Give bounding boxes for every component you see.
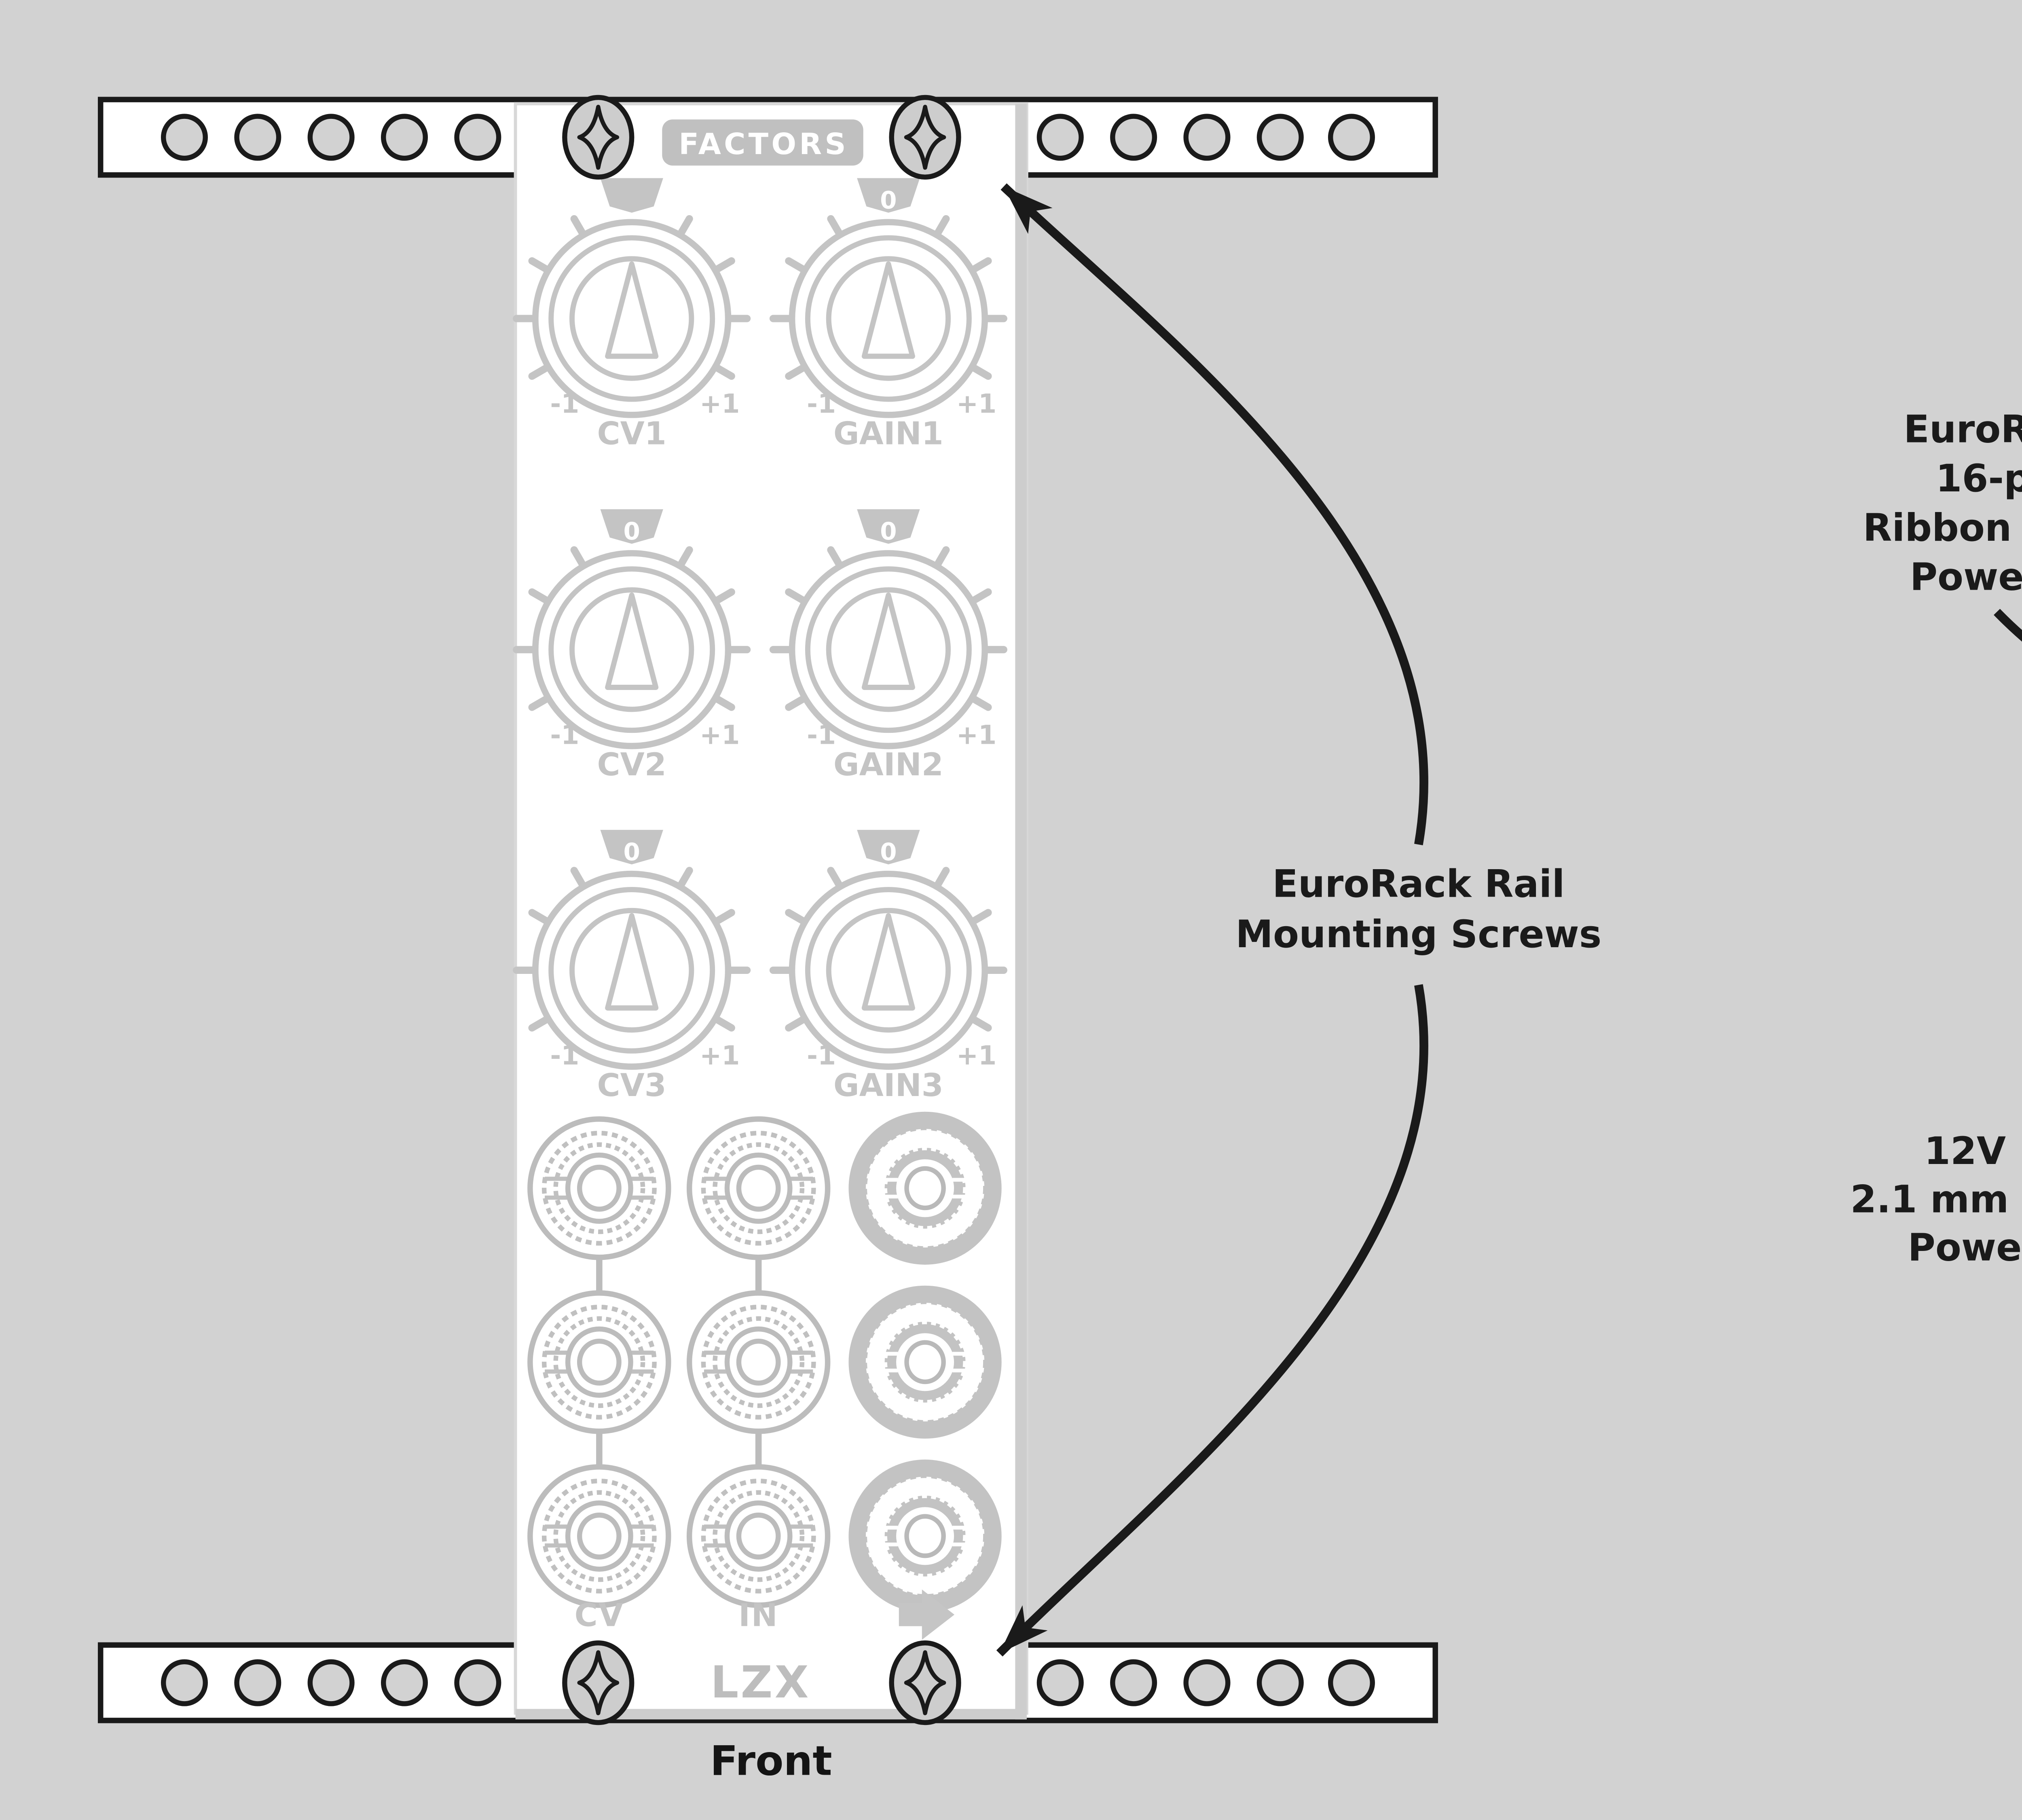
- jack-cv-3: [530, 1467, 668, 1605]
- rail-hole: [383, 116, 425, 159]
- rail-hole: [457, 1662, 499, 1704]
- knob-name: CV3: [597, 1067, 666, 1104]
- knob-max-label: +1: [956, 389, 996, 419]
- rail-hole: [237, 1662, 279, 1704]
- knob-zero-label: 0: [623, 838, 640, 866]
- mounting-screw-bottom-left: [565, 1643, 632, 1723]
- barrel-label-line2: 2.1 mm Barrel: [1850, 1177, 2022, 1221]
- ribbon-power-annotation: EuroRack 16-pin Ribbon Cable Power In: [1863, 407, 2022, 642]
- knob-min-label: -1: [550, 1041, 579, 1071]
- knob-max-label: +1: [700, 389, 740, 419]
- rail-hole: [310, 1662, 352, 1704]
- module-title-badge: FACTORS: [662, 119, 863, 166]
- knob-min-label: -1: [550, 720, 579, 750]
- arrow-to-ribbon-connector: [1994, 609, 2022, 642]
- lzx-logo: LZX: [711, 1657, 811, 1708]
- rail-hole: [383, 1662, 425, 1704]
- rail-hole: [1039, 116, 1081, 159]
- barrel-label-line1: 12V DC: [1924, 1129, 2022, 1173]
- rail-hole: [1330, 1662, 1373, 1704]
- arrow-to-bottom-screw: [996, 984, 1428, 1657]
- jack-col-label-in: IN: [738, 1598, 778, 1634]
- rail-hole: [1039, 1662, 1081, 1704]
- ribbon-label-line4: Power In: [1910, 555, 2022, 599]
- knob-zero-label: 0: [880, 187, 897, 215]
- ribbon-label-line3: Ribbon Cable: [1863, 506, 2022, 550]
- rail-hole: [1259, 116, 1301, 159]
- knob-max-label: +1: [956, 1041, 996, 1071]
- knob-cv2: 0 -1 +1 CV2: [516, 509, 747, 783]
- jack-normal-links: [596, 1257, 762, 1467]
- knob-min-label: -1: [807, 389, 836, 419]
- barrel-label-line3: Power In: [1908, 1225, 2022, 1270]
- rail-hole: [1186, 1662, 1228, 1704]
- knob-name: GAIN1: [833, 415, 943, 452]
- jack-cv-1: [530, 1119, 668, 1257]
- knob-cv1: 0 -1 +1 CV1: [516, 178, 747, 452]
- mounting-screw-top-right: [892, 97, 959, 177]
- knob-name: CV2: [597, 747, 666, 783]
- knob-name: CV1: [597, 415, 666, 452]
- knob-cv3: 0 -1 +1 CV3: [516, 830, 747, 1104]
- knob-zero-label: 0: [623, 297, 640, 325]
- rail-hole: [1186, 116, 1228, 159]
- ribbon-label-line2: 16-pin: [1936, 456, 2022, 500]
- arrow-to-top-screw: [1000, 183, 1428, 845]
- knob-min-label: -1: [807, 1041, 836, 1071]
- rail-hole: [163, 116, 205, 159]
- rail-hole: [1113, 1662, 1155, 1704]
- knob-zero-label: 0: [880, 518, 897, 546]
- jack-in-2: [690, 1293, 828, 1431]
- mounting-screw-top-left: [565, 97, 632, 177]
- knob-name: GAIN3: [833, 1067, 943, 1104]
- knob-max-label: +1: [700, 1041, 740, 1071]
- knob-gain3: 0 -1 +1 GAIN3: [773, 830, 1004, 1104]
- rail-hole: [163, 1662, 205, 1704]
- knob-max-label: +1: [956, 720, 996, 750]
- knob-max-label: +1: [700, 720, 740, 750]
- rail-hole: [237, 116, 279, 159]
- module-title: FACTORS: [679, 127, 849, 161]
- jack-out-3: [848, 1460, 1001, 1613]
- knob-min-label: -1: [807, 720, 836, 750]
- rail-screws-label-line2: Mounting Screws: [1235, 912, 1601, 956]
- rail-hole: [457, 116, 499, 159]
- rail-hole: [1259, 1662, 1301, 1704]
- knob-min-label: -1: [550, 389, 579, 419]
- knob-name: GAIN2: [833, 747, 943, 783]
- rail-hole: [1113, 116, 1155, 159]
- jack-out-1: [848, 1112, 1001, 1265]
- rail-screws-label-line1: EuroRack Rail: [1272, 862, 1565, 906]
- jack-cv-2: [530, 1293, 668, 1431]
- jack-in-1: [690, 1119, 828, 1257]
- output-arrow-icon: [899, 1589, 955, 1640]
- knob-zero-label: 0: [623, 518, 640, 546]
- barrel-power-annotation: 12V DC 2.1 mm Barrel Power In: [1850, 1129, 2022, 1270]
- caption-front: Front: [710, 1737, 832, 1785]
- jack-col-label-cv: CV: [575, 1598, 624, 1634]
- panel-edge-shadow-right: [1015, 104, 1027, 1720]
- rail-hole: [310, 116, 352, 159]
- knob-gain2: 0 -1 +1 GAIN2: [773, 509, 1004, 783]
- knob-zero-label: 0: [880, 838, 897, 866]
- mounting-screw-bottom-right: [892, 1643, 959, 1723]
- rail-screws-annotation: EuroRack Rail Mounting Screws: [996, 183, 1601, 1657]
- knob-gain1: 0 -1 +1 GAIN1: [773, 178, 1004, 452]
- jack-out-2: [848, 1286, 1001, 1439]
- ribbon-label-line1: EuroRack: [1904, 407, 2022, 451]
- jack-in-3: [690, 1467, 828, 1605]
- front-view: FACTORS 0 -1 +1 CV1 0 -1 +1 GAIN1 0 -1 +…: [97, 97, 1438, 1785]
- rail-hole: [1330, 116, 1373, 159]
